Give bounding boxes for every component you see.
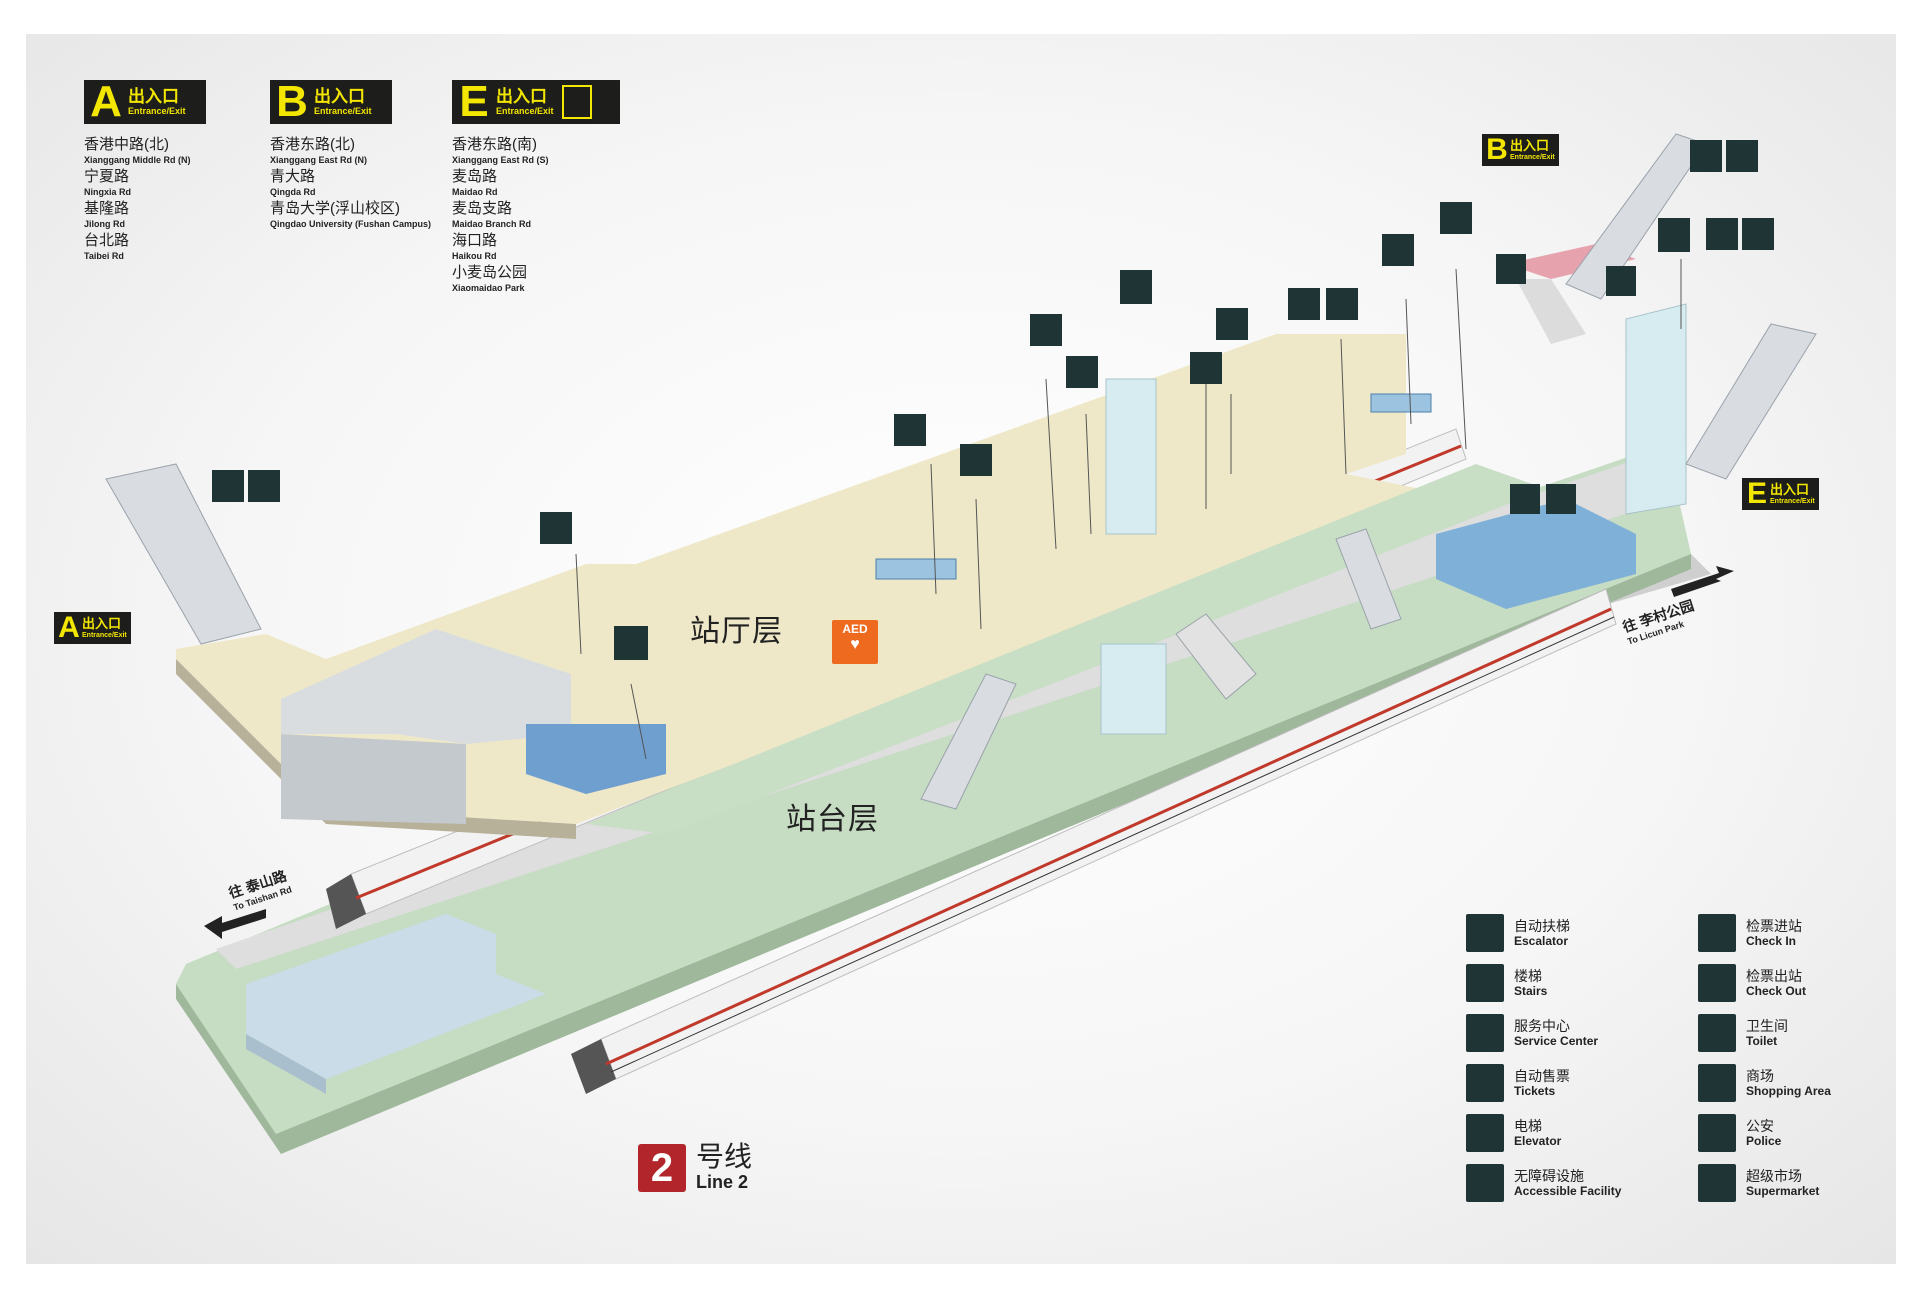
escalator-right xyxy=(1335,528,1402,630)
check-in-icon xyxy=(1066,356,1098,388)
stairs-icon xyxy=(1190,352,1222,384)
elevator-icon xyxy=(1120,270,1152,304)
elevator-shaft xyxy=(1105,378,1157,535)
accessible-icon xyxy=(1546,484,1576,514)
escalator-exit-a xyxy=(105,463,262,645)
escalator-exit-b xyxy=(1565,133,1707,300)
escalator-icon xyxy=(1466,914,1504,952)
check-out-icon xyxy=(1698,964,1736,1002)
toilet-icon xyxy=(1698,1014,1736,1052)
ticket-machine-icon xyxy=(1466,1064,1504,1102)
platform-level-label: 站台层 xyxy=(786,803,879,836)
equipment-block-front xyxy=(281,734,466,824)
shopping-icon xyxy=(1698,1064,1736,1102)
check-out-icon xyxy=(960,444,992,476)
equipment-block-top xyxy=(281,629,571,744)
check-in-icon xyxy=(1216,308,1248,340)
escalator-icon xyxy=(1742,218,1774,250)
accessible-icon xyxy=(1466,1164,1504,1202)
train-lower xyxy=(571,588,1617,1094)
exit-b-stairs xyxy=(1516,279,1586,344)
escalator-exit-e xyxy=(1685,323,1817,480)
line-number-badge: 2 xyxy=(638,1144,686,1192)
exit-e-tower xyxy=(1625,303,1687,515)
check-out-icon xyxy=(1440,202,1472,234)
stairs-icon xyxy=(1706,218,1738,250)
toilet-icon xyxy=(1510,484,1540,514)
escalator-icon xyxy=(1326,288,1358,320)
service-counter-left xyxy=(875,558,957,580)
platform-building xyxy=(246,914,546,1079)
stairs-icon xyxy=(1690,140,1722,172)
arrow-to-licun xyxy=(1671,566,1734,597)
escalator-icon xyxy=(1726,140,1758,172)
ticket-machine-icon xyxy=(1606,266,1636,296)
stairs-icon xyxy=(1496,254,1526,284)
stairs-icon xyxy=(1288,288,1320,320)
heart-icon: ♥ xyxy=(850,636,860,653)
concourse-level-label: 站厅层 xyxy=(690,615,783,648)
map-pins xyxy=(575,259,1682,760)
toilet-block xyxy=(1436,499,1636,609)
escalator-icon xyxy=(248,470,280,502)
police-icon xyxy=(1698,1114,1736,1152)
escalator-icon xyxy=(1030,314,1062,346)
escalator-center xyxy=(920,673,1017,810)
elevator-icon xyxy=(1658,218,1690,252)
service-counter-right xyxy=(1370,393,1432,413)
line-label: 号线 Line 2 xyxy=(696,1141,753,1193)
platform-building-side xyxy=(246,1034,326,1094)
service-center-icon xyxy=(1466,1014,1504,1052)
ticket-machine-icon xyxy=(540,512,572,544)
check-in-icon xyxy=(1698,914,1736,952)
supermarket-icon xyxy=(1698,1164,1736,1202)
concourse-edge xyxy=(176,659,576,839)
elevator-icon xyxy=(561,85,592,119)
station-3d-diagram xyxy=(105,133,1817,1154)
police-icon xyxy=(614,626,648,660)
stairs-center xyxy=(1175,613,1257,700)
stairs-icon xyxy=(212,470,244,502)
service-center-icon xyxy=(894,414,926,446)
stairs-icon xyxy=(1466,964,1504,1002)
arrow-to-taishan xyxy=(204,909,266,939)
concourse-green-zone xyxy=(586,464,1546,834)
aed-sign: AED ♥ xyxy=(832,620,878,664)
police-office xyxy=(526,724,666,794)
elevator-icon xyxy=(1466,1114,1504,1152)
elevator-shaft-lower xyxy=(1100,643,1167,735)
service-center-icon xyxy=(1382,234,1414,266)
